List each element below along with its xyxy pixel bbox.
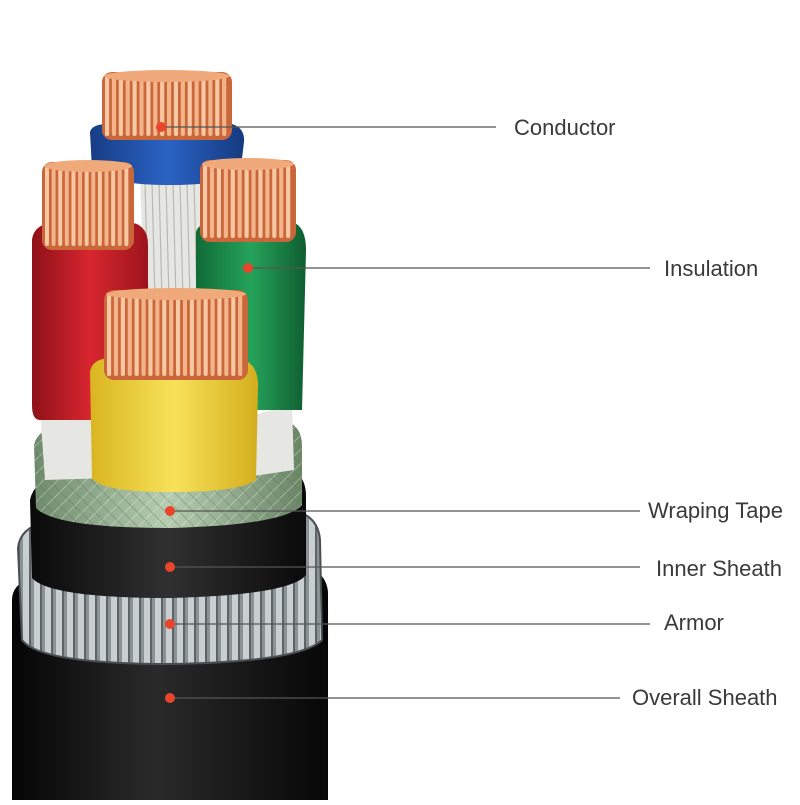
- label-armor: Armor: [664, 610, 724, 635]
- copper-strand: [124, 166, 129, 246]
- copper-strand: [222, 76, 227, 136]
- copper-strand: [153, 76, 158, 136]
- copper-end-face: [106, 288, 246, 300]
- label-overall-sheath: Overall Sheath: [632, 685, 778, 710]
- copper-strand: [223, 164, 228, 238]
- copper-strand: [113, 294, 119, 376]
- copper-strand: [238, 294, 243, 376]
- copper-strand: [71, 166, 76, 246]
- copper-strand: [217, 294, 222, 376]
- filler-strand: [158, 181, 163, 301]
- copper-strand: [180, 76, 185, 136]
- copper-strand: [139, 76, 144, 136]
- label-inner-sheath: Inner Sheath: [656, 556, 782, 581]
- copper-strand: [132, 76, 137, 136]
- copper-end-face: [104, 70, 230, 82]
- copper-strand: [84, 166, 89, 246]
- copper-strand: [58, 166, 63, 246]
- copper-strand: [167, 76, 172, 136]
- copper-strand: [203, 164, 208, 238]
- yellow-insulation: [90, 358, 258, 492]
- filler-strand: [172, 181, 177, 301]
- copper-strand: [251, 164, 256, 238]
- copper-strand: [203, 294, 208, 376]
- copper-strand: [169, 294, 174, 376]
- copper-end-face: [202, 158, 294, 170]
- copper-strand: [118, 76, 123, 136]
- copper-strand: [120, 294, 125, 376]
- copper-strand: [162, 294, 167, 376]
- copper-strand: [231, 294, 236, 376]
- copper-strand: [127, 294, 132, 376]
- filler-strand: [165, 181, 170, 301]
- copper-strand: [265, 164, 270, 238]
- copper-strand: [91, 166, 96, 246]
- filler-strand: [179, 181, 184, 301]
- copper-strand: [176, 294, 181, 376]
- copper-strand: [104, 166, 109, 246]
- filler-strand: [151, 181, 156, 301]
- copper-strand: [146, 76, 151, 136]
- copper-strand: [117, 166, 122, 246]
- marker-dot-overall-sheath: [165, 693, 175, 703]
- copper-strand: [111, 76, 117, 136]
- copper-strand: [160, 76, 165, 136]
- copper-strand: [45, 166, 49, 246]
- marker-dot-wrapping-tape: [165, 506, 175, 516]
- conductor-blue-core: [102, 70, 232, 140]
- copper-strand: [196, 294, 201, 376]
- copper-strand: [105, 76, 110, 136]
- copper-strand: [189, 294, 194, 376]
- label-insulation: Insulation: [664, 256, 759, 281]
- copper-strand: [210, 294, 215, 376]
- copper-strand: [279, 164, 284, 238]
- copper-strand: [216, 164, 221, 238]
- copper-strand: [286, 164, 291, 238]
- copper-strand: [125, 76, 130, 136]
- conductor-green-core: [200, 158, 296, 242]
- copper-strand: [187, 76, 192, 136]
- copper-strand: [182, 294, 188, 376]
- copper-strand: [215, 76, 220, 136]
- copper-strand: [237, 164, 242, 238]
- copper-end-face: [44, 160, 132, 172]
- copper-strand: [155, 294, 160, 376]
- copper-strand: [272, 164, 277, 238]
- copper-strand: [107, 294, 112, 376]
- copper-strand: [201, 76, 206, 136]
- marker-dot-armor: [165, 619, 175, 629]
- copper-strand: [78, 166, 83, 246]
- copper-strand: [244, 164, 249, 238]
- copper-strand: [64, 166, 69, 246]
- conductor-red-core: [42, 160, 134, 250]
- copper-strand: [194, 76, 199, 136]
- copper-strand: [230, 164, 235, 238]
- copper-strand: [141, 294, 146, 376]
- marker-dot-conductor: [156, 122, 166, 132]
- copper-strand: [258, 164, 263, 238]
- copper-strand: [97, 166, 102, 246]
- filler-strand: [186, 181, 191, 301]
- copper-strand: [224, 294, 229, 376]
- copper-strand: [148, 294, 153, 376]
- copper-strand: [209, 164, 215, 238]
- copper-strand: [51, 166, 56, 246]
- marker-dot-inner-sheath: [165, 562, 175, 572]
- label-conductor: Conductor: [514, 115, 616, 140]
- marker-dot-insulation: [243, 263, 253, 273]
- copper-strand: [173, 76, 179, 136]
- copper-strand: [111, 166, 116, 246]
- copper-strand: [208, 76, 213, 136]
- conductor-yellow-core: [104, 288, 248, 380]
- copper-strand: [134, 294, 139, 376]
- label-wrapping-tape: Wraping Tape: [648, 498, 783, 523]
